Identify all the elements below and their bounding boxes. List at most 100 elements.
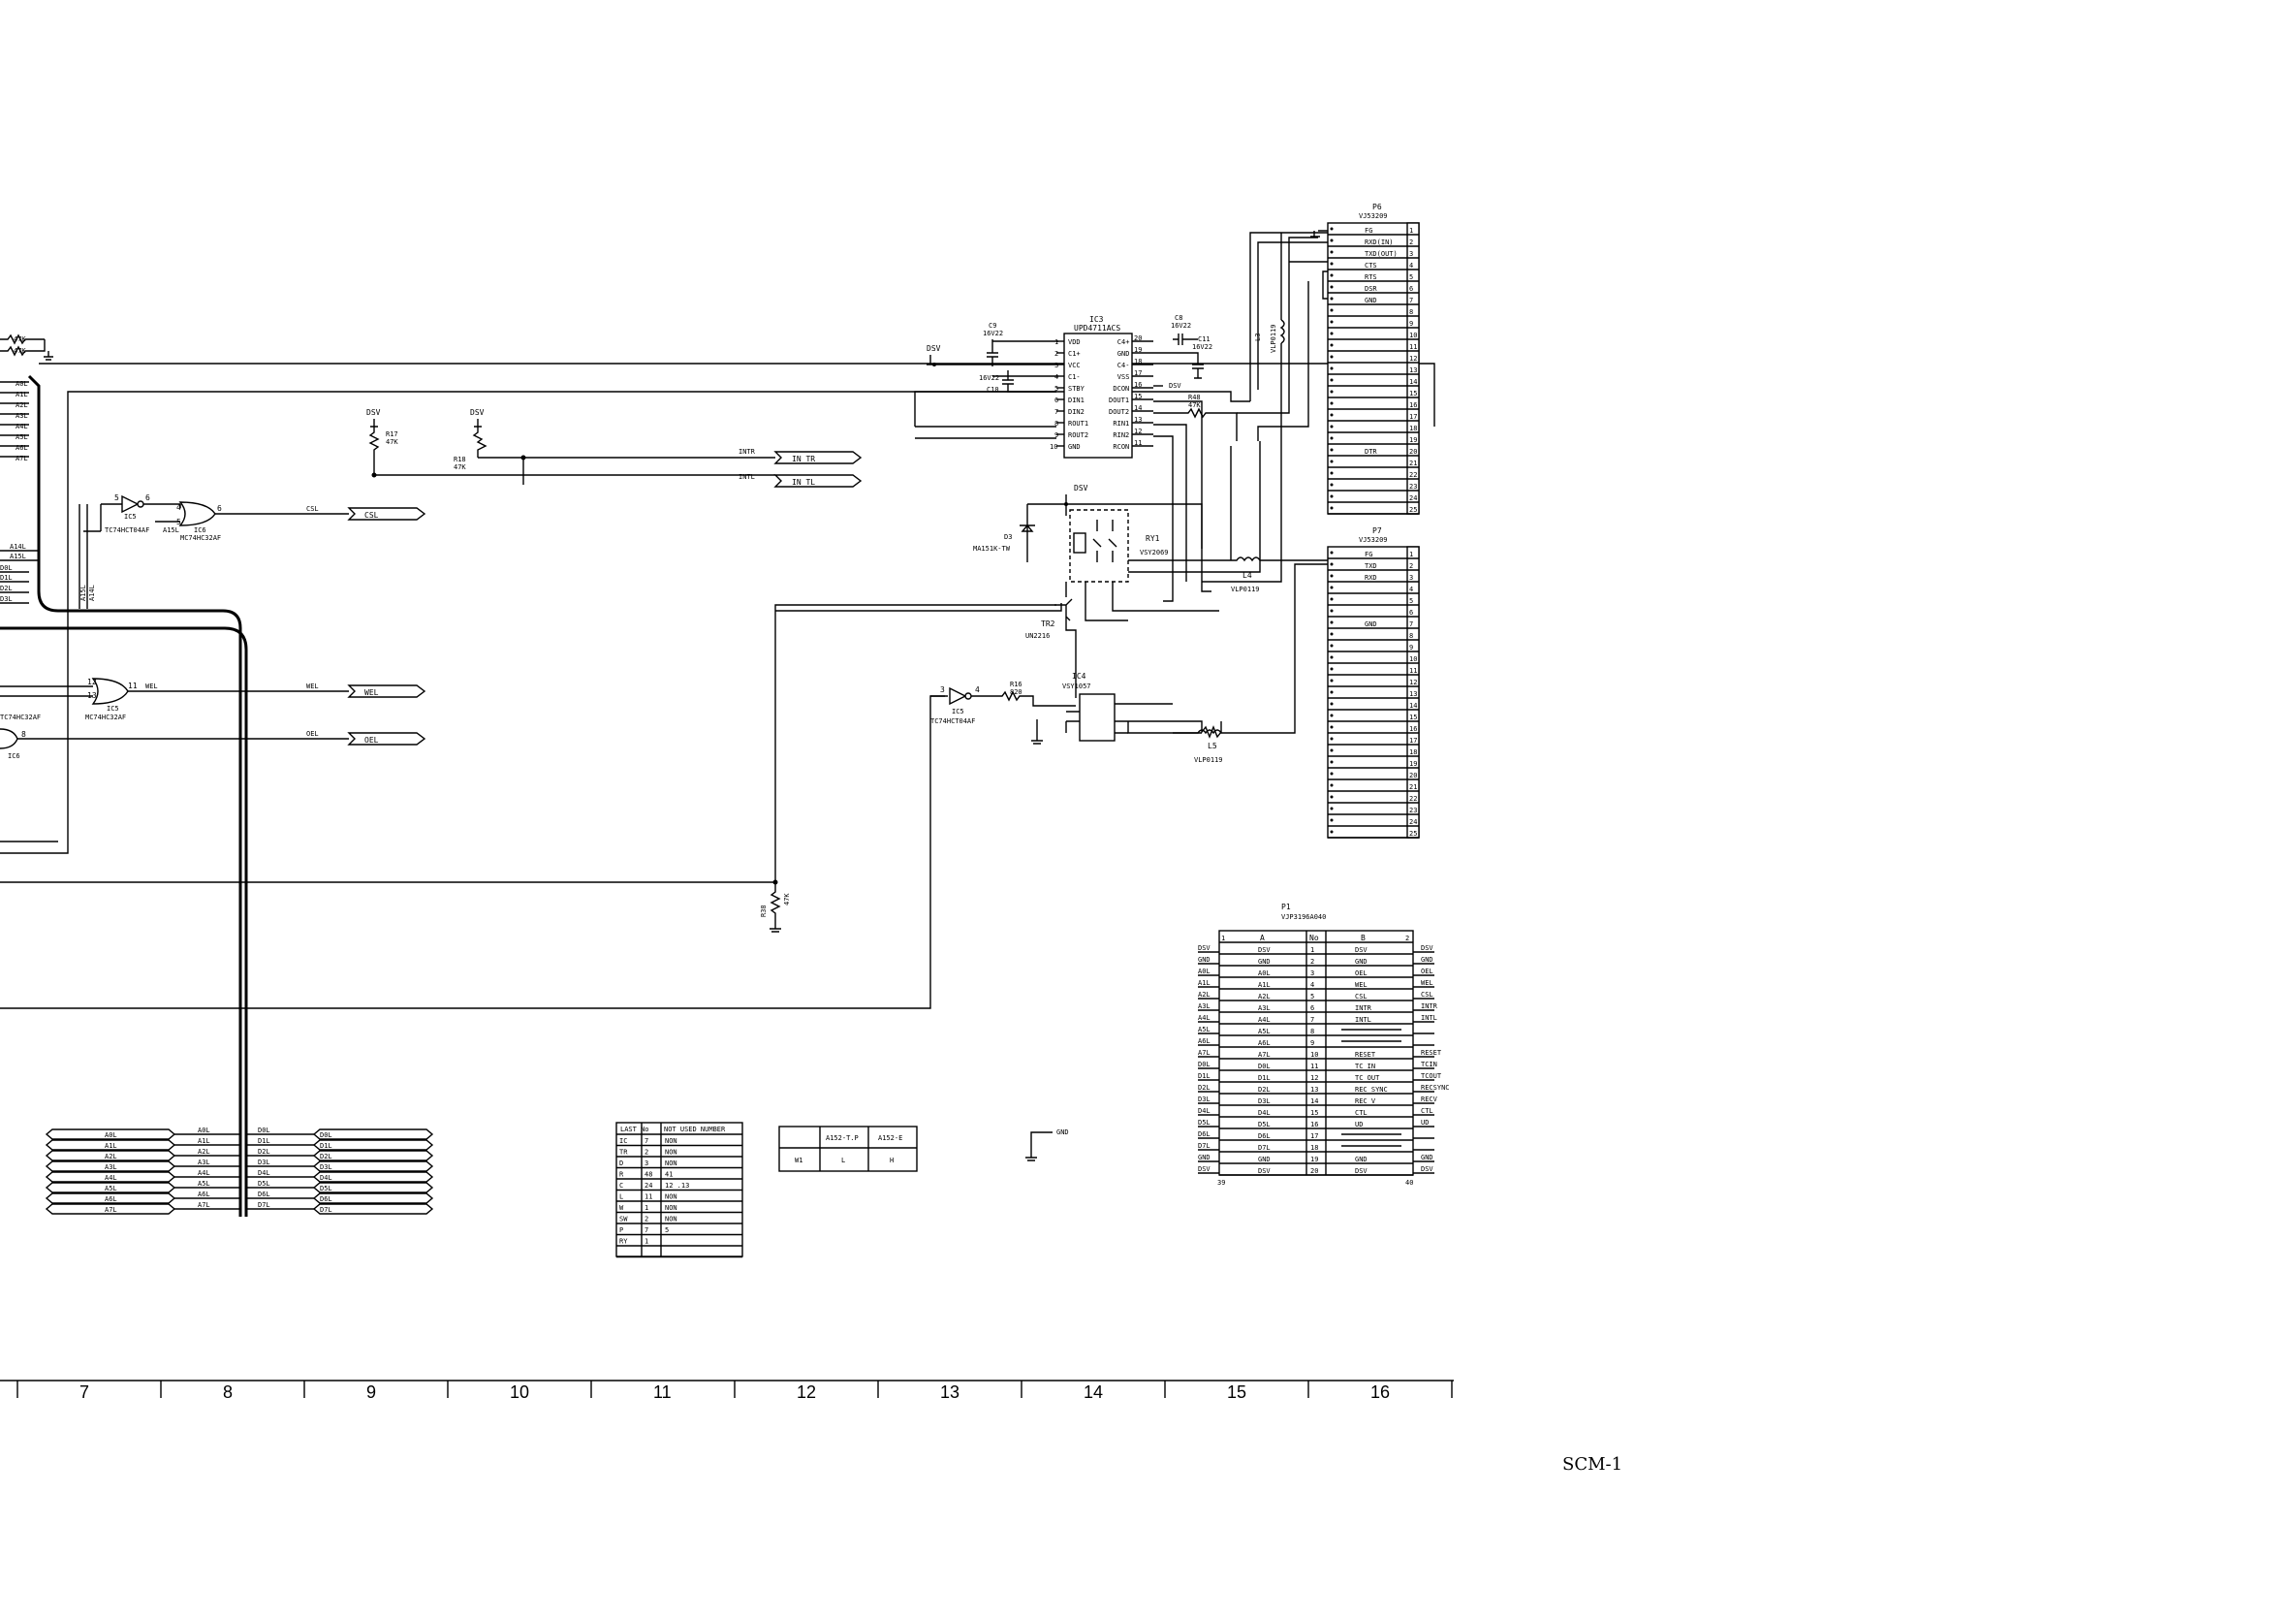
conn-pin-number: 21	[1409, 460, 1417, 467]
net-label: WEL	[306, 683, 319, 690]
r17-pullup: DSV R17 47K	[366, 408, 398, 478]
ic3-pin-name: RCON	[1113, 443, 1129, 451]
ruler-label: 8	[223, 1382, 233, 1402]
conn-pin-name: TXD(OUT)	[1365, 250, 1398, 258]
p1-b: CSL	[1355, 993, 1368, 1001]
p1-a: D0L	[1258, 1063, 1271, 1070]
p1-right-net: RECSYNC	[1421, 1084, 1450, 1092]
p1-no: 18	[1310, 1144, 1318, 1152]
p1-no: 15	[1310, 1109, 1318, 1117]
p1-left-net: A6L	[1198, 1037, 1211, 1045]
in-tr-label: IN TR	[792, 455, 815, 463]
oel-gate-group: 8 IC6 OEL OEL	[0, 728, 426, 760]
bus-connector-label: A6L	[105, 1195, 117, 1203]
pin-number: 6	[145, 493, 150, 502]
r48: R48 47K	[1153, 394, 1238, 441]
p1-a: D6L	[1258, 1132, 1271, 1140]
r38-value: 47K	[783, 893, 791, 905]
r38: R38 47K	[760, 882, 791, 933]
p6-ref: P6	[1372, 203, 1382, 211]
wel-connector-label: WEL	[364, 688, 379, 697]
table-cell: 7	[645, 1137, 648, 1145]
conn-pin-number: 18	[1409, 425, 1417, 432]
cap-value: 16V22	[1192, 343, 1212, 351]
p1-left-net: A7L	[1198, 1049, 1211, 1057]
p1-a: GND	[1258, 958, 1271, 966]
l4-part: VLP0119	[1231, 586, 1260, 593]
bus-connector	[45, 1171, 176, 1183]
conn-pin-dot	[1330, 562, 1334, 566]
p1-ref: P1	[1281, 903, 1291, 911]
conn-pin-number: 25	[1409, 830, 1417, 838]
conn-pin-number: 1	[1409, 227, 1413, 235]
conn-pin-dot	[1330, 609, 1334, 613]
conn-pin-number: 18	[1409, 748, 1417, 756]
conn-pin-dot	[1330, 772, 1334, 776]
conn-pin-dot	[1330, 413, 1334, 417]
p6-part: VJ53209	[1359, 212, 1388, 220]
ic3-pin-name: VDD	[1068, 338, 1081, 346]
l3-part: VLP0119	[1270, 324, 1277, 353]
edge-label: A15L	[10, 553, 26, 560]
p1-head-no: No	[1309, 934, 1319, 942]
conn-pin-number: 21	[1409, 783, 1417, 791]
table-cell: IC	[619, 1137, 627, 1145]
bus-wire-label: D1L	[258, 1137, 270, 1145]
pin-number: 11	[128, 682, 138, 690]
conn-pin-dot	[1330, 830, 1334, 834]
conn-pin-name: DSR	[1365, 285, 1377, 293]
conn-pin-dot	[1330, 667, 1334, 671]
conn-pin-dot	[1330, 308, 1334, 312]
csl-connector	[347, 507, 426, 521]
d3-ref: D3	[1004, 533, 1012, 541]
conn-pin-number: 4	[1409, 586, 1413, 593]
bus-wire-label: D6L	[258, 1191, 270, 1198]
ic-part: TC74HCT04AF	[930, 717, 975, 725]
ic3-pin-name: DIN2	[1068, 408, 1085, 416]
bus-wire-label: A5L	[198, 1180, 210, 1188]
p1-left-net: DSV	[1198, 944, 1211, 952]
bus-wire-label: D0L	[258, 1127, 270, 1134]
p1-no: 2	[1310, 958, 1314, 966]
p1-a: D4L	[1258, 1109, 1271, 1117]
ic3-pin-number: 14	[1134, 404, 1142, 412]
opt-row: W1	[795, 1157, 802, 1164]
conn-pin-number: 11	[1409, 667, 1417, 675]
p1-b: OEL	[1355, 969, 1368, 977]
bus-connector-label: A1L	[105, 1142, 117, 1150]
ry1-part: VSY2069	[1140, 549, 1169, 556]
conn-pin-dot	[1330, 401, 1334, 405]
cap-value: 16V22	[983, 330, 1003, 337]
inductors: L3 VLP0119 L4 VLP0119 L5 VLP0119	[1173, 233, 1328, 764]
p1-b: CTL	[1355, 1109, 1368, 1117]
conn-pin-name: RTS	[1365, 273, 1377, 281]
net-label: A15L	[79, 585, 87, 601]
ic3-pin-name: RIN1	[1113, 420, 1129, 428]
bus-wire-label: D7L	[258, 1201, 270, 1209]
ic3-pin-name: GND	[1117, 350, 1130, 358]
p1-no: 5	[1310, 993, 1314, 1001]
p1-a: GND	[1258, 1156, 1271, 1163]
conn-pin-name: RXD	[1365, 574, 1377, 582]
p1-left-net: D2L	[1198, 1084, 1211, 1092]
ic3-pin-number: 3	[1054, 362, 1058, 369]
p1-no: 10	[1310, 1051, 1318, 1059]
conn-pin-number: 10	[1409, 655, 1417, 663]
ic5-ref: IC5	[124, 513, 137, 521]
table-cell: NON	[665, 1204, 677, 1212]
ic3-pin-name: ROUT1	[1068, 420, 1088, 428]
conn-pin-dot	[1330, 297, 1334, 301]
intr-connector-group: INTR IN TR INTL IN TL	[739, 448, 863, 488]
conn-pin-dot	[1330, 285, 1334, 289]
r16-ref: R16	[1010, 681, 1022, 688]
ruler-label: 13	[940, 1382, 959, 1402]
p1-left-net: D5L	[1198, 1119, 1211, 1127]
gnd-label: GND	[1056, 1128, 1069, 1136]
table-cell: R	[619, 1171, 624, 1179]
conn-pin-dot	[1330, 227, 1334, 231]
net-label: A15L	[163, 526, 179, 534]
ruler-label: 15	[1227, 1382, 1246, 1402]
ic3-pin-name: DOUT1	[1109, 397, 1129, 404]
tr2-ref: TR2	[1041, 619, 1055, 628]
conn-pin-number: 13	[1409, 690, 1417, 698]
